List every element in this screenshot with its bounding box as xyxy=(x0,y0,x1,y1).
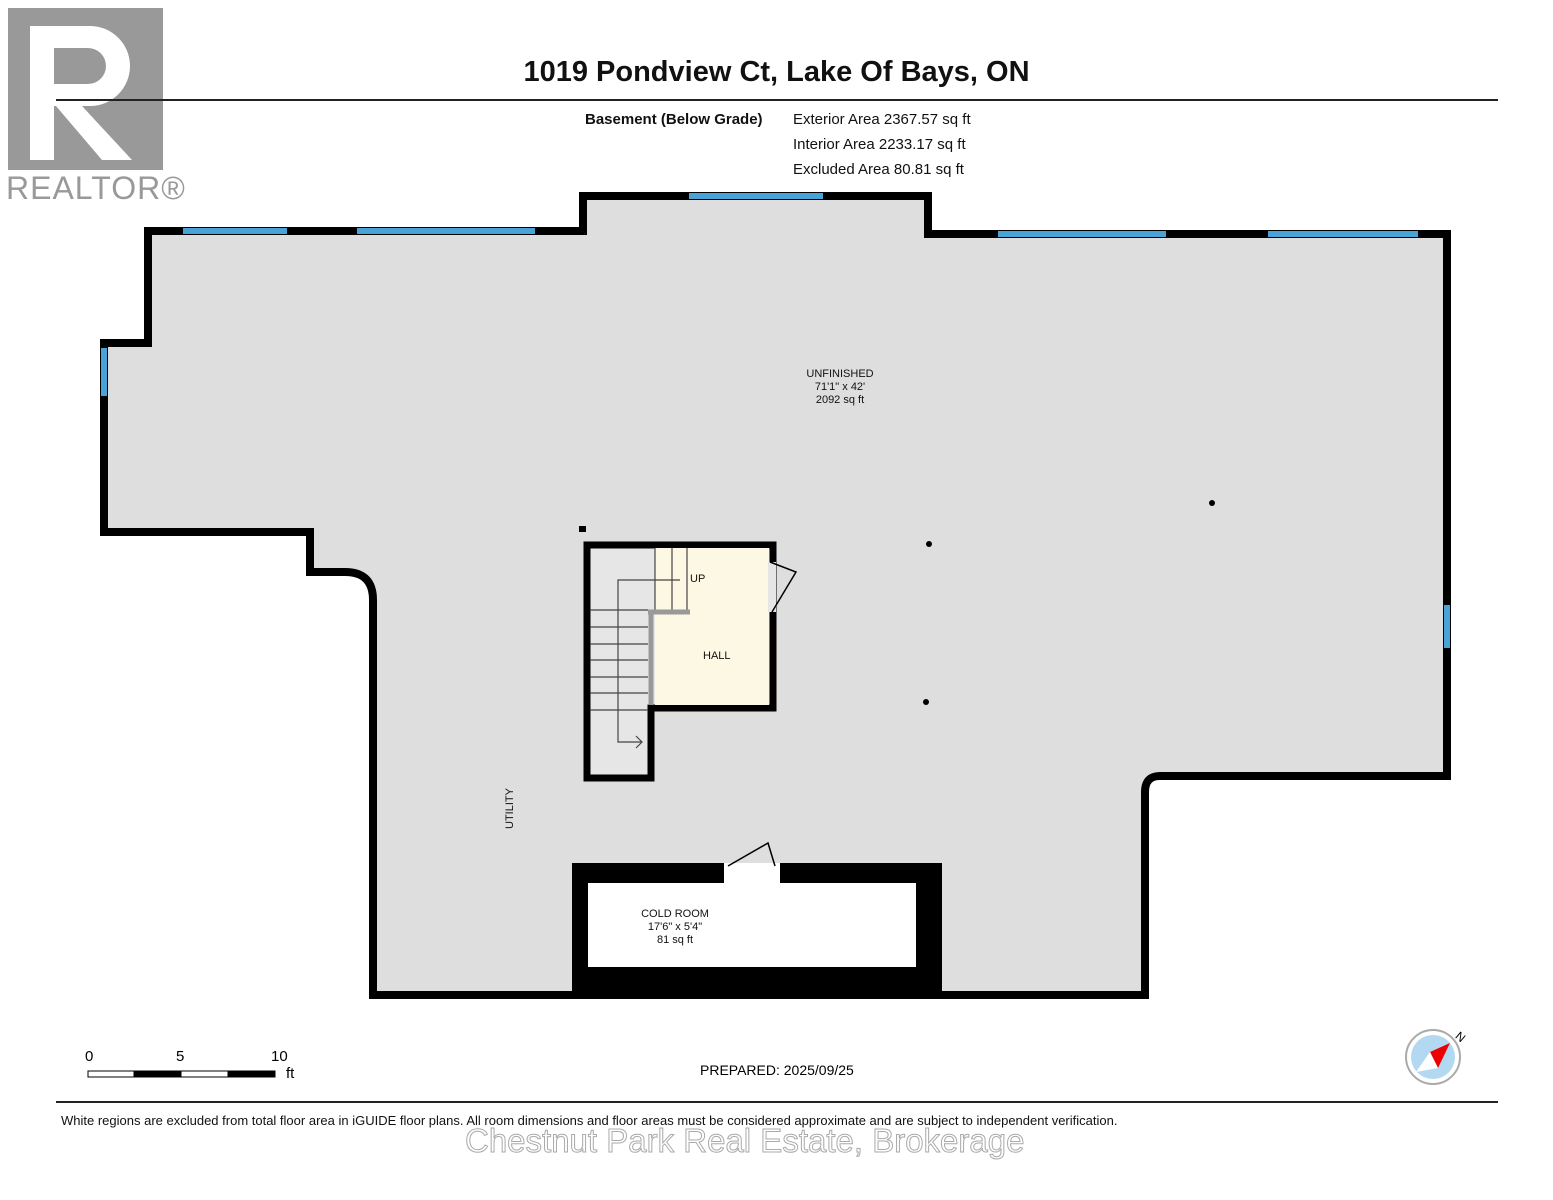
room-utility: UTILITY xyxy=(503,788,516,829)
room-cold-room: COLD ROOM 17'6" x 5'4" 81 sq ft xyxy=(615,908,735,947)
room-hall: HALL xyxy=(703,650,731,662)
title-divider xyxy=(56,99,1498,101)
stairs xyxy=(590,548,688,749)
room-unfinished: UNFINISHED 71'1" x 42' 2092 sq ft xyxy=(780,368,900,407)
hall-room xyxy=(655,548,769,705)
windows xyxy=(101,193,1450,648)
realtor-logo xyxy=(8,8,163,170)
level-label: Basement (Below Grade) xyxy=(585,111,763,128)
door-swing xyxy=(727,841,776,867)
scale-unit: ft xyxy=(286,1065,295,1082)
room-name: UNFINISHED xyxy=(806,368,874,380)
prepared-date: PREPARED: 2025/09/25 xyxy=(700,1062,854,1078)
compass-icon xyxy=(1405,1029,1461,1085)
cold-room-door xyxy=(724,863,780,883)
room-dims: 71'1" x 42' xyxy=(814,381,866,393)
excluded-area: Excluded Area 80.81 sq ft xyxy=(793,161,964,178)
room-name: COLD ROOM xyxy=(641,908,709,920)
watermark: Chestnut Park Real Estate, Brokerage xyxy=(464,1122,1025,1160)
room-area: 81 sq ft xyxy=(656,934,694,946)
scale-label-0: 0 xyxy=(85,1048,94,1065)
disclaimer: White regions are excluded from total fl… xyxy=(61,1113,1118,1128)
room-area: 2092 sq ft xyxy=(815,394,865,406)
exterior-area: Exterior Area 2367.57 sq ft xyxy=(793,111,971,128)
room-dims: 17'6" x 5'4" xyxy=(647,921,703,933)
stair-up-label: UP xyxy=(690,573,706,585)
footer-divider xyxy=(56,1101,1498,1103)
scale-label-5: 5 xyxy=(176,1048,185,1065)
interior-area: Interior Area 2233.17 sq ft xyxy=(793,136,966,153)
scale-bar xyxy=(87,1070,276,1078)
hall-door-swing xyxy=(769,561,798,613)
realtor-logo-text: REALTOR® xyxy=(6,170,186,206)
scale-label-10: 10 xyxy=(271,1048,288,1065)
page-title: 1019 Pondview Ct, Lake Of Bays, ON xyxy=(523,56,1030,88)
cold-room xyxy=(588,883,916,967)
columns xyxy=(579,500,1215,705)
realtor-r-icon xyxy=(30,26,132,160)
